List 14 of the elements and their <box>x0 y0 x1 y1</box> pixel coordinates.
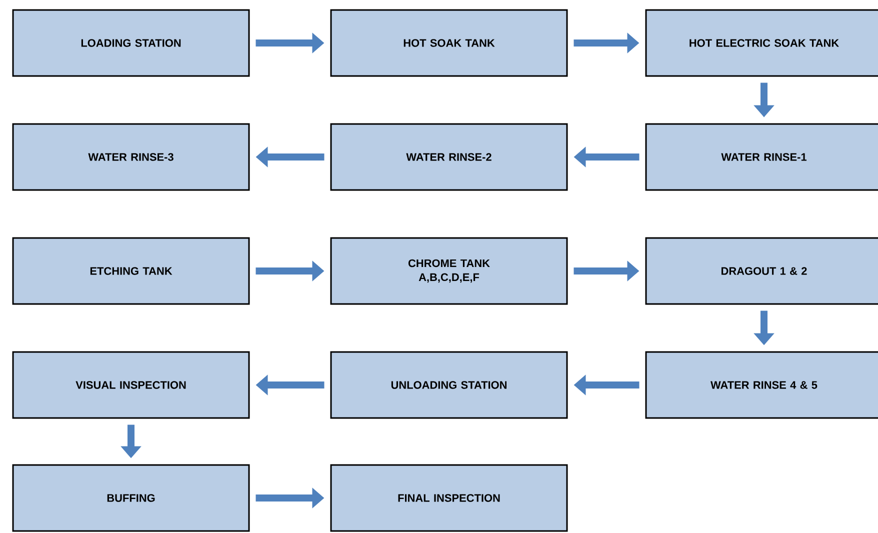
process-box: BUFFING <box>12 464 250 532</box>
process-box: ETCHING TANK <box>12 237 250 305</box>
process-box: WATER RINSE 4 & 5 <box>645 351 878 419</box>
process-box: UNLOADING STATION <box>330 351 568 419</box>
process-box: CHROME TANK A,B,C,D,E,F <box>330 237 568 305</box>
process-box: LOADING STATION <box>12 9 250 77</box>
process-box: HOT SOAK TANK <box>330 9 568 77</box>
process-box: WATER RINSE-2 <box>330 123 568 191</box>
process-box: VISUAL INSPECTION <box>12 351 250 419</box>
process-box: WATER RINSE-3 <box>12 123 250 191</box>
process-box: DRAGOUT 1 & 2 <box>645 237 878 305</box>
process-box: WATER RINSE-1 <box>645 123 878 191</box>
process-box: HOT ELECTRIC SOAK TANK <box>645 9 878 77</box>
process-box: FINAL INSPECTION <box>330 464 568 532</box>
